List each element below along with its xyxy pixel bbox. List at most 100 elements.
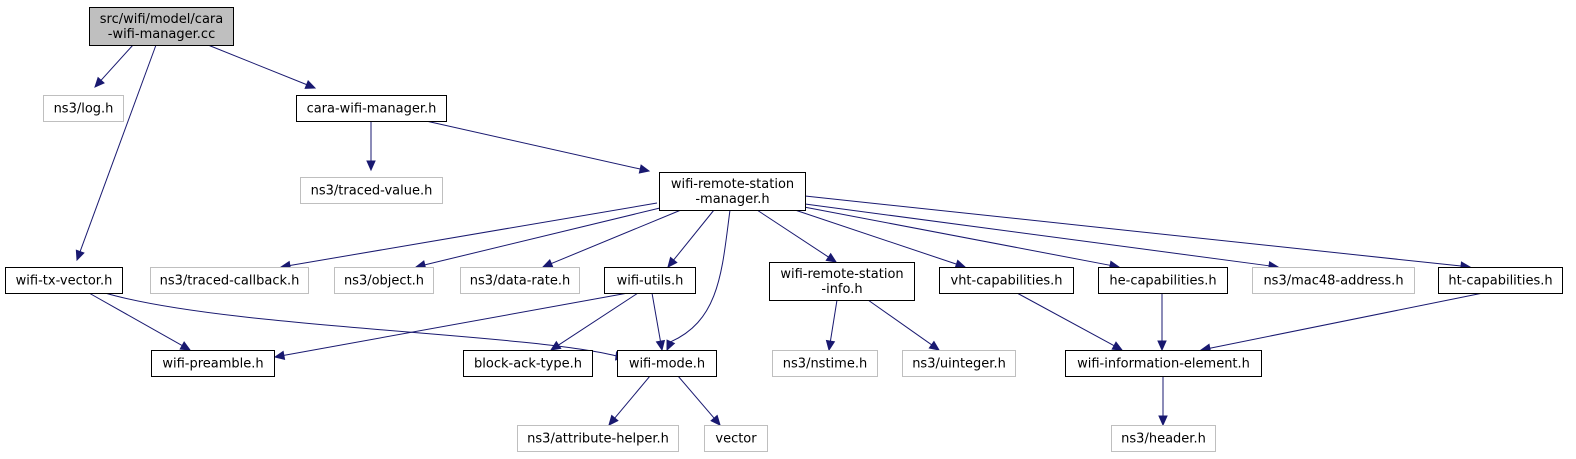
- node-label: src/wifi/model/cara: [100, 12, 223, 27]
- edge-wrsi-to-nstime: [829, 299, 838, 342]
- arrowhead-root-to-tx_vector: [75, 249, 85, 262]
- node-box: [43, 95, 124, 122]
- node-label: ns3/data-rate.h: [470, 274, 570, 289]
- edge-wifi_mode-to-attr_helper: [614, 375, 651, 419]
- node-label: ns3/attribute-helper.h: [527, 432, 669, 447]
- node-block-ack[interactable]: block-ack-type.h: [463, 350, 593, 377]
- arrowhead-wifi_utils-to-wifi_mode: [655, 339, 666, 352]
- edge-wifi_utils-to-preamble: [283, 292, 629, 356]
- arrowhead-wrsm-to-wifi_utils: [667, 256, 678, 268]
- arrowhead-tx_vector-to-preamble: [179, 341, 192, 351]
- arrowhead-wrsm-to-wrsi: [825, 252, 838, 263]
- node-label: wifi-utils.h: [617, 274, 684, 289]
- node-box: [296, 95, 447, 122]
- arrowhead-wrsm-to-data_rate: [541, 258, 554, 268]
- node-vht[interactable]: vht-capabilities.h: [939, 267, 1074, 294]
- edge-root-to-tx_vector: [79, 44, 157, 252]
- node-label: ns3/traced-callback.h: [160, 274, 300, 289]
- node-box: [939, 267, 1074, 294]
- edge-wrsm-to-mac48: [804, 203, 1270, 267]
- node-object: ns3/object.h: [334, 267, 434, 294]
- edge-wifi_mode-to-vector: [677, 375, 715, 419]
- node-wie[interactable]: wifi-information-element.h: [1065, 350, 1262, 377]
- node-box: [659, 172, 806, 211]
- node-label: wifi-remote-station: [671, 177, 794, 192]
- node-uinteger: ns3/uinteger.h: [902, 350, 1016, 377]
- node-nstime: ns3/nstime.h: [772, 350, 878, 377]
- node-box: [1252, 267, 1415, 294]
- arrowhead-wrsi-to-nstime: [825, 339, 836, 352]
- node-wrsm[interactable]: wifi-remote-station-manager.h: [659, 172, 806, 211]
- node-mac48: ns3/mac48-address.h: [1252, 267, 1415, 294]
- node-label: ns3/uinteger.h: [912, 357, 1006, 372]
- edge-wrsm-to-he: [803, 206, 1111, 266]
- nodes-layer: src/wifi/model/cara-wifi-manager.cc ns3/l…: [5, 7, 1563, 452]
- node-tx-vector[interactable]: wifi-tx-vector.h: [5, 267, 123, 294]
- node-label: wifi-remote-station: [780, 267, 903, 282]
- node-root[interactable]: src/wifi/model/cara-wifi-manager.cc: [89, 7, 234, 46]
- node-cara-h[interactable]: cara-wifi-manager.h: [296, 95, 447, 122]
- node-label: wifi-information-element.h: [1077, 357, 1250, 372]
- node-attr-helper: ns3/attribute-helper.h: [517, 425, 679, 452]
- node-box: [300, 177, 443, 204]
- edge-wrsm-to-vht: [794, 209, 957, 265]
- node-vector: vector: [704, 425, 768, 452]
- edge-root-to-cara_h: [207, 44, 307, 86]
- node-wrsi[interactable]: wifi-remote-station-info.h: [769, 262, 915, 301]
- arrowhead-wifi_mode-to-vector: [710, 414, 721, 426]
- edge-wrsm-to-data_rate: [551, 209, 682, 265]
- edge-wrsm-to-ht: [804, 195, 1462, 267]
- node-log: ns3/log.h: [43, 95, 124, 122]
- node-box: [5, 267, 123, 294]
- edge-wrsm-to-traced_callback: [289, 202, 658, 266]
- node-box: [150, 267, 309, 294]
- arrowhead-wifi_mode-to-attr_helper: [608, 414, 619, 426]
- edge-wrsm-to-wifi_mode: [670, 209, 731, 343]
- node-ht[interactable]: ht-capabilities.h: [1438, 267, 1563, 294]
- edge-wifi_utils-to-block_ack: [558, 292, 639, 346]
- arrowhead-wie-to-header: [1158, 415, 1168, 427]
- node-box: [463, 350, 593, 377]
- node-box: [89, 7, 234, 46]
- node-label: block-ack-type.h: [474, 357, 582, 372]
- node-label: vht-capabilities.h: [951, 274, 1063, 289]
- edge-wrsm-to-wrsi: [756, 209, 829, 258]
- arrowhead-vht-to-wie: [1111, 341, 1124, 351]
- node-label: cara-wifi-manager.h: [307, 102, 437, 117]
- node-box: [769, 262, 915, 301]
- node-box: [604, 267, 696, 294]
- node-label: ht-capabilities.h: [1448, 274, 1552, 289]
- arrowhead-wrsm-to-wifi_mode: [666, 339, 676, 352]
- arrowhead-cara_h-to-traced_value: [366, 160, 376, 172]
- arrowhead-wifi_utils-to-preamble: [273, 350, 286, 360]
- node-label: vector: [715, 432, 757, 447]
- node-data-rate: ns3/data-rate.h: [460, 267, 580, 294]
- node-label: wifi-preamble.h: [162, 357, 263, 372]
- node-box: [1065, 350, 1262, 377]
- node-box: [460, 267, 580, 294]
- node-he[interactable]: he-capabilities.h: [1098, 267, 1228, 294]
- edge-wrsm-to-wifi_utils: [673, 209, 715, 261]
- edge-wifi_utils-to-wifi_mode: [651, 292, 661, 342]
- node-label: wifi-tx-vector.h: [16, 274, 113, 289]
- node-preamble[interactable]: wifi-preamble.h: [151, 350, 275, 377]
- node-box: [1111, 425, 1216, 452]
- arrowhead-cara_h-to-wrsm: [638, 164, 651, 174]
- node-label: ns3/traced-value.h: [311, 184, 433, 199]
- edge-tx_vector-to-wifi_mode: [104, 292, 617, 357]
- node-header: ns3/header.h: [1111, 425, 1216, 452]
- node-box: [151, 350, 275, 377]
- node-box: [1098, 267, 1228, 294]
- node-wifi-utils[interactable]: wifi-utils.h: [604, 267, 696, 294]
- node-label: -manager.h: [695, 192, 769, 207]
- node-box: [1438, 267, 1563, 294]
- node-box: [617, 350, 717, 377]
- node-box: [902, 350, 1016, 377]
- edges-layer: [75, 44, 1484, 427]
- node-traced-value: ns3/traced-value.h: [300, 177, 443, 204]
- node-wifi-mode[interactable]: wifi-mode.h: [617, 350, 717, 377]
- arrowhead-wrsi-to-uinteger: [928, 340, 941, 351]
- edge-cara_h-to-wrsm: [425, 120, 641, 170]
- edge-ht-to-wie: [1209, 292, 1484, 349]
